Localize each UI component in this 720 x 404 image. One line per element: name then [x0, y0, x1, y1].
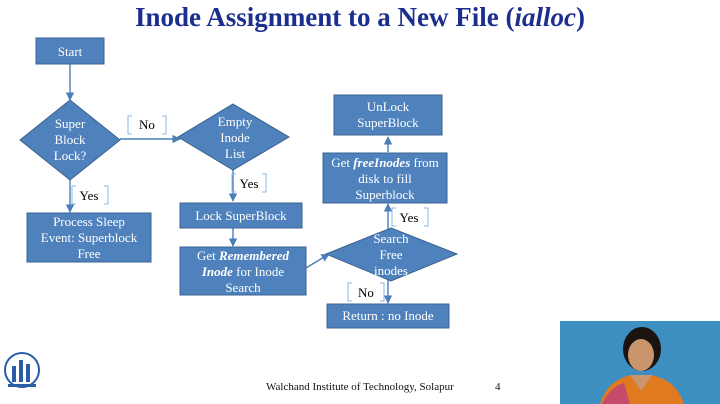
svg-text:Free: Free [77, 246, 100, 261]
slide-title: Inode Assignment to a New File (ialloc) [135, 2, 585, 32]
svg-text:Start: Start [58, 44, 83, 59]
lock-superblock-node: Lock SuperBlock [179, 202, 303, 229]
label-yes-left: Yes [80, 188, 99, 203]
label-no-bottom: No [358, 285, 374, 300]
get-free-inodes-node: Get freeInodes from disk to fill Superbl… [322, 152, 448, 204]
svg-text:Free: Free [379, 247, 402, 262]
process-sleep-node: Process Sleep Event: Superblock Free [26, 212, 152, 263]
svg-text:disk to fill: disk to fill [358, 171, 412, 186]
svg-text:Empty: Empty [218, 114, 253, 129]
label-no-top: No [139, 117, 155, 132]
svg-text:Get Remembered: Get Remembered [197, 248, 290, 263]
svg-text:UnLock: UnLock [367, 99, 410, 114]
label-yes-middle: Yes [240, 176, 259, 191]
presenter-figure-icon [560, 321, 720, 404]
svg-text:Lock?: Lock? [54, 148, 87, 163]
footer-text: Walchand Institute of Technology, Solapu… [266, 381, 454, 393]
svg-text:Search: Search [225, 280, 261, 295]
svg-text:Inode for Inode: Inode for Inode [201, 264, 285, 279]
svg-text:Inode: Inode [220, 130, 250, 145]
unlock-superblock-node: UnLock SuperBlock [333, 94, 443, 136]
decision-empty-inode-list: Empty Inode List [177, 103, 290, 171]
decision-search-free-inodes: Search Free inodes [324, 227, 459, 282]
svg-text:Superblock: Superblock [355, 187, 415, 202]
svg-text:Lock SuperBlock: Lock SuperBlock [195, 208, 287, 223]
svg-text:List: List [225, 146, 246, 161]
svg-text:SuperBlock: SuperBlock [357, 115, 419, 130]
branch-labels: No Yes Yes Yes No [71, 115, 429, 302]
institute-logo-icon [4, 352, 40, 388]
get-remembered-inode-node: Get Remembered Inode for Inode Search [179, 246, 307, 296]
svg-text:Event: Superblock: Event: Superblock [41, 230, 138, 245]
svg-text:Block: Block [54, 132, 86, 147]
svg-text:Get freeInodes from: Get freeInodes from [331, 155, 439, 170]
start-node: Start [35, 37, 105, 65]
svg-text:Return : no Inode: Return : no Inode [342, 308, 434, 323]
svg-text:Process Sleep: Process Sleep [53, 214, 125, 229]
page-number: 4 [495, 381, 501, 393]
decision-superblock-lock: Super Block Lock? [19, 99, 121, 181]
return-no-inode-node: Return : no Inode [326, 303, 450, 329]
svg-text:Super: Super [55, 116, 86, 131]
presenter-video [560, 321, 720, 404]
connectors [65, 64, 393, 304]
svg-text:inodes: inodes [374, 263, 408, 278]
arrow-remembered-to-search [305, 253, 330, 269]
label-yes-right: Yes [400, 210, 419, 225]
svg-text:Search: Search [373, 231, 409, 246]
